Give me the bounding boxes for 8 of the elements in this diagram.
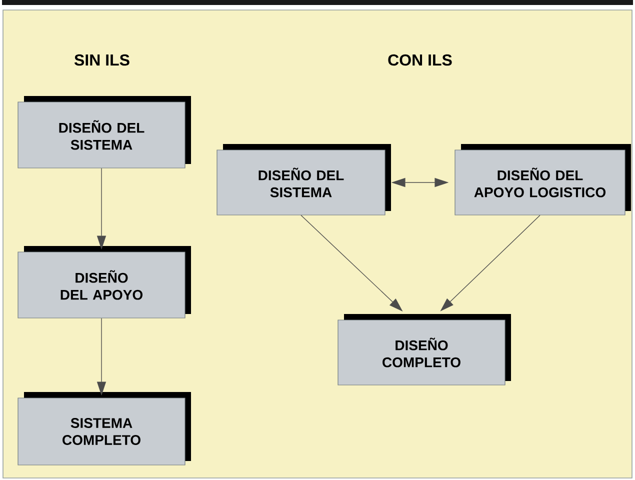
process-box: DISEÑO DEL APOYO [18, 246, 191, 318]
column-heading: CON ILS [388, 54, 452, 66]
process-box: DISEÑO DEL SISTEMA [18, 96, 191, 168]
column-heading: SIN ILS [74, 54, 130, 66]
process-box: DISEÑO DEL SISTEMA [216, 144, 391, 216]
process-box: DISEÑO DEL APOYO LOGISTICO [454, 144, 631, 216]
process-box: DISEÑO COMPLETO [338, 314, 511, 386]
process-box: SISTEMA COMPLETO [18, 392, 191, 466]
